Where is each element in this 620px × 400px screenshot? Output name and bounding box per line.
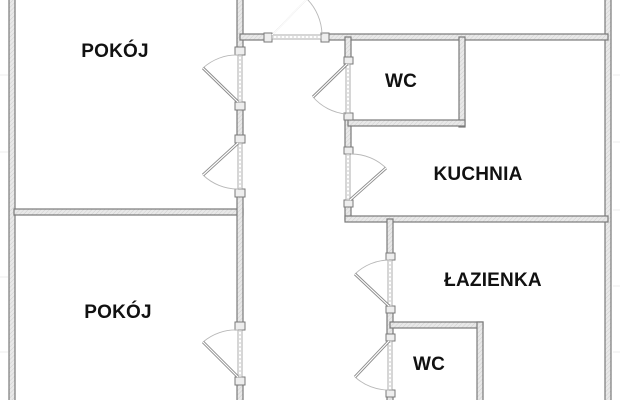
door-lazienka[interactable] [353, 252, 396, 314]
wall-wc-bottom-top [389, 321, 484, 329]
walls [8, 0, 612, 400]
room-label-wc-top: WC [384, 71, 418, 92]
room-label-kuchnia: KUCHNIA [433, 164, 523, 185]
room-label-pokoj-top: POKÓJ [81, 41, 149, 62]
wall-left-exterior [8, 0, 16, 400]
wall-corridor-right-lower [386, 218, 394, 258]
wall-wc-top-right [458, 36, 466, 128]
wall-right-exterior [604, 0, 612, 400]
room-label-lazienka: ŁAZIENKA [444, 270, 542, 291]
door-wc-top[interactable] [311, 56, 354, 121]
door-top-corridor[interactable] [263, 0, 330, 43]
door-pokoj-bottom[interactable] [201, 321, 246, 386]
wall-hallway-left [236, 192, 244, 324]
wall-wc-top-bottom [347, 119, 466, 127]
wall-wc-bottom-right [476, 321, 484, 400]
room-label-wc-bottom: WC [412, 354, 446, 375]
edge-grid [0, 74, 620, 353]
room-label-pokoj-bottom: POKÓJ [84, 302, 152, 323]
door-pokoj-top-1[interactable] [201, 46, 246, 111]
door-wc-bottom[interactable] [353, 333, 396, 398]
wall-top-horizontal [324, 33, 609, 41]
wall-left-rooms-divider [13, 208, 244, 216]
wall-kitchen-bottom [344, 215, 609, 223]
door-kuchnia[interactable] [343, 146, 387, 208]
door-pokoj-top-2[interactable] [201, 134, 246, 198]
wall-hallway-left [236, 0, 244, 52]
